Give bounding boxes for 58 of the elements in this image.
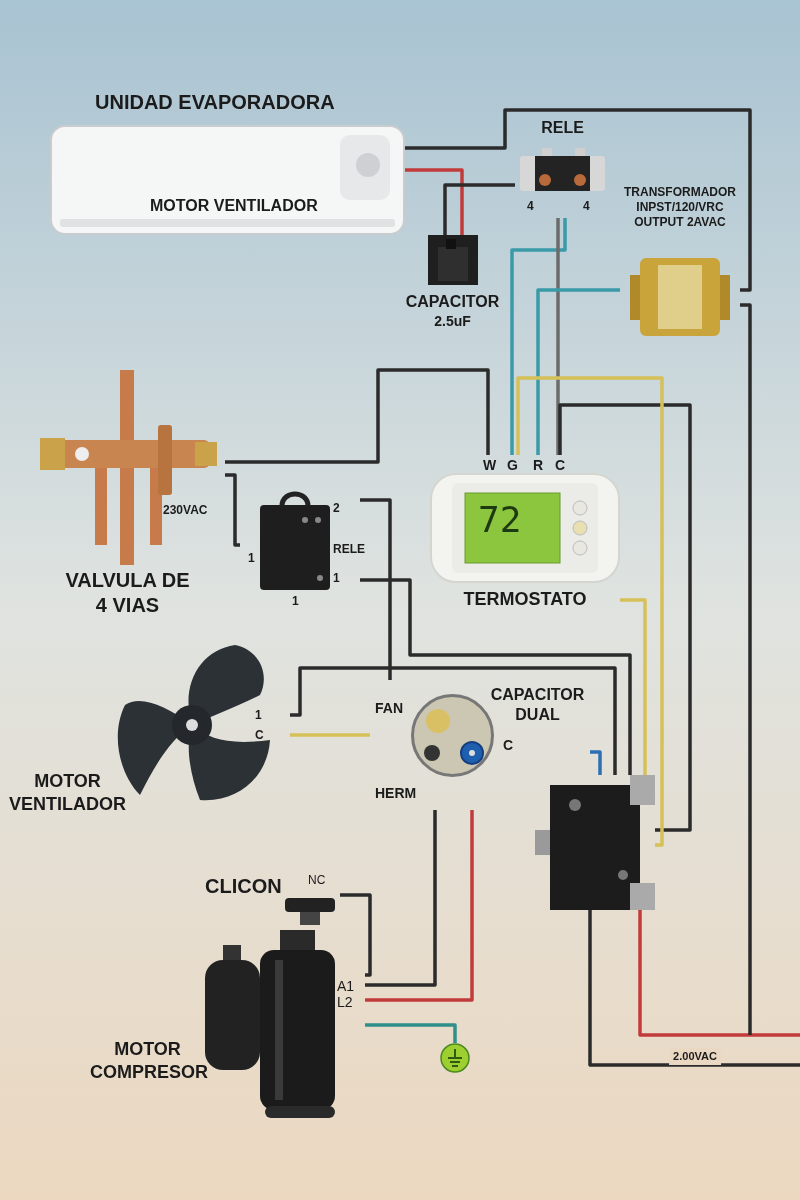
wire (365, 1023, 457, 1043)
terminal-label: FAN (375, 699, 403, 718)
terminal-label: L2 (337, 993, 353, 1012)
wire (638, 910, 800, 1037)
terminal-label: G (507, 456, 518, 475)
terminal-label: C (255, 727, 265, 743)
component-label: RELE (333, 542, 363, 557)
wire (290, 666, 617, 775)
component-label: TRANSFORMADOR INPST/120/VRC OUTPUT 2AVAC (623, 185, 737, 230)
terminal-label: R (533, 456, 544, 475)
wire (536, 288, 620, 455)
component-label: CAPACITOR DUAL (489, 685, 586, 725)
component-label: VALVULA DE 4 VIAS (64, 568, 191, 618)
terminal-label: 1 (255, 707, 263, 723)
terminal-label: 1 (248, 550, 255, 566)
wire (365, 810, 437, 987)
terminal-label: 1 (333, 570, 340, 586)
wire (558, 403, 692, 832)
wire (443, 183, 515, 235)
wire (405, 108, 752, 292)
wire (360, 578, 632, 775)
component-label: MOTOR VENTILADOR (8, 770, 127, 815)
terminal-label: A1 (337, 977, 355, 996)
wire (556, 218, 560, 455)
wire (590, 750, 602, 775)
terminal-label: W (483, 456, 497, 475)
voltage-label: 230VAC (163, 502, 209, 518)
wire (588, 910, 800, 1067)
component-label: CLICON (205, 874, 283, 899)
terminal-label: HERM (375, 784, 417, 803)
wire (510, 218, 567, 455)
contactor-drawing (535, 775, 655, 910)
terminal-label: NC (308, 872, 326, 888)
terminal-label: C (555, 456, 566, 475)
component-label: RELE (540, 118, 585, 138)
wire (225, 473, 240, 547)
terminal-label: 4 (583, 198, 590, 214)
wire (340, 893, 372, 977)
wire (620, 598, 647, 775)
wire (365, 810, 474, 1002)
temperature-reading: 72 (478, 500, 522, 540)
wire (225, 368, 490, 464)
edge-label: 2.00VAC (669, 1048, 721, 1065)
wire (405, 168, 464, 235)
terminal-label: 4 (527, 198, 534, 214)
wire (360, 498, 392, 680)
wire (516, 376, 664, 847)
ground-symbol (440, 1043, 470, 1073)
terminal-label: C (503, 736, 514, 755)
component-label: CAPACITOR (404, 292, 501, 312)
wire (290, 733, 370, 737)
component-label: TERMOSTATO (462, 588, 588, 611)
component-label: UNIDAD EVAPORADORA (95, 90, 336, 115)
terminal-label: 2 (333, 500, 340, 516)
component-label: MOTOR VENTILADOR (150, 196, 319, 216)
wire (740, 303, 752, 1035)
value-label: 2.5uF (433, 313, 472, 331)
terminal-label: 1 (292, 593, 299, 609)
